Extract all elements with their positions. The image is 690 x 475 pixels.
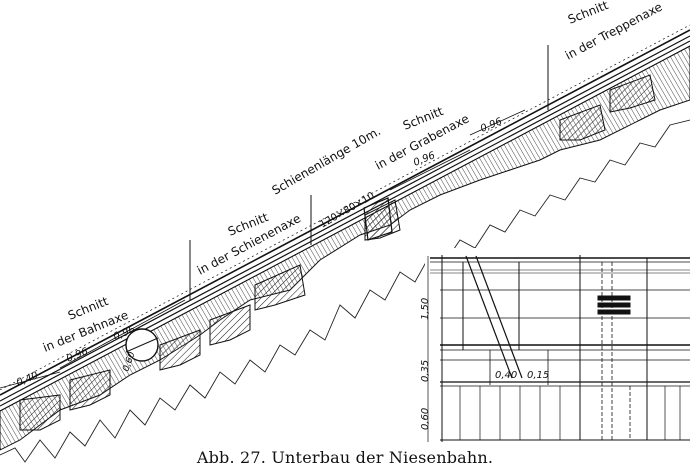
section-markers	[189, 45, 549, 300]
dim-035: 0,35	[420, 360, 431, 382]
culvert-block	[363, 197, 393, 241]
dim-150: 1,50	[420, 298, 431, 320]
ground-texture	[0, 119, 690, 463]
dim-040-in: 0,40	[495, 370, 517, 381]
label-schienenlaenge: Schienenlänge 10m.	[270, 124, 384, 198]
dim-060-b: 0,60	[420, 408, 431, 430]
stepped-blocks	[19, 74, 656, 431]
dim-096-a: 0,96	[65, 346, 90, 365]
figure-caption: Abb. 27. Unterbau der Niesenbahn.	[196, 448, 494, 467]
plan-detail	[425, 248, 690, 448]
dimension-lines	[0, 109, 526, 389]
dim-096-d: 0,96	[479, 116, 504, 135]
dim-015: 0,15	[527, 370, 549, 381]
label-treppenaxe-1: Schnitt	[566, 0, 611, 27]
